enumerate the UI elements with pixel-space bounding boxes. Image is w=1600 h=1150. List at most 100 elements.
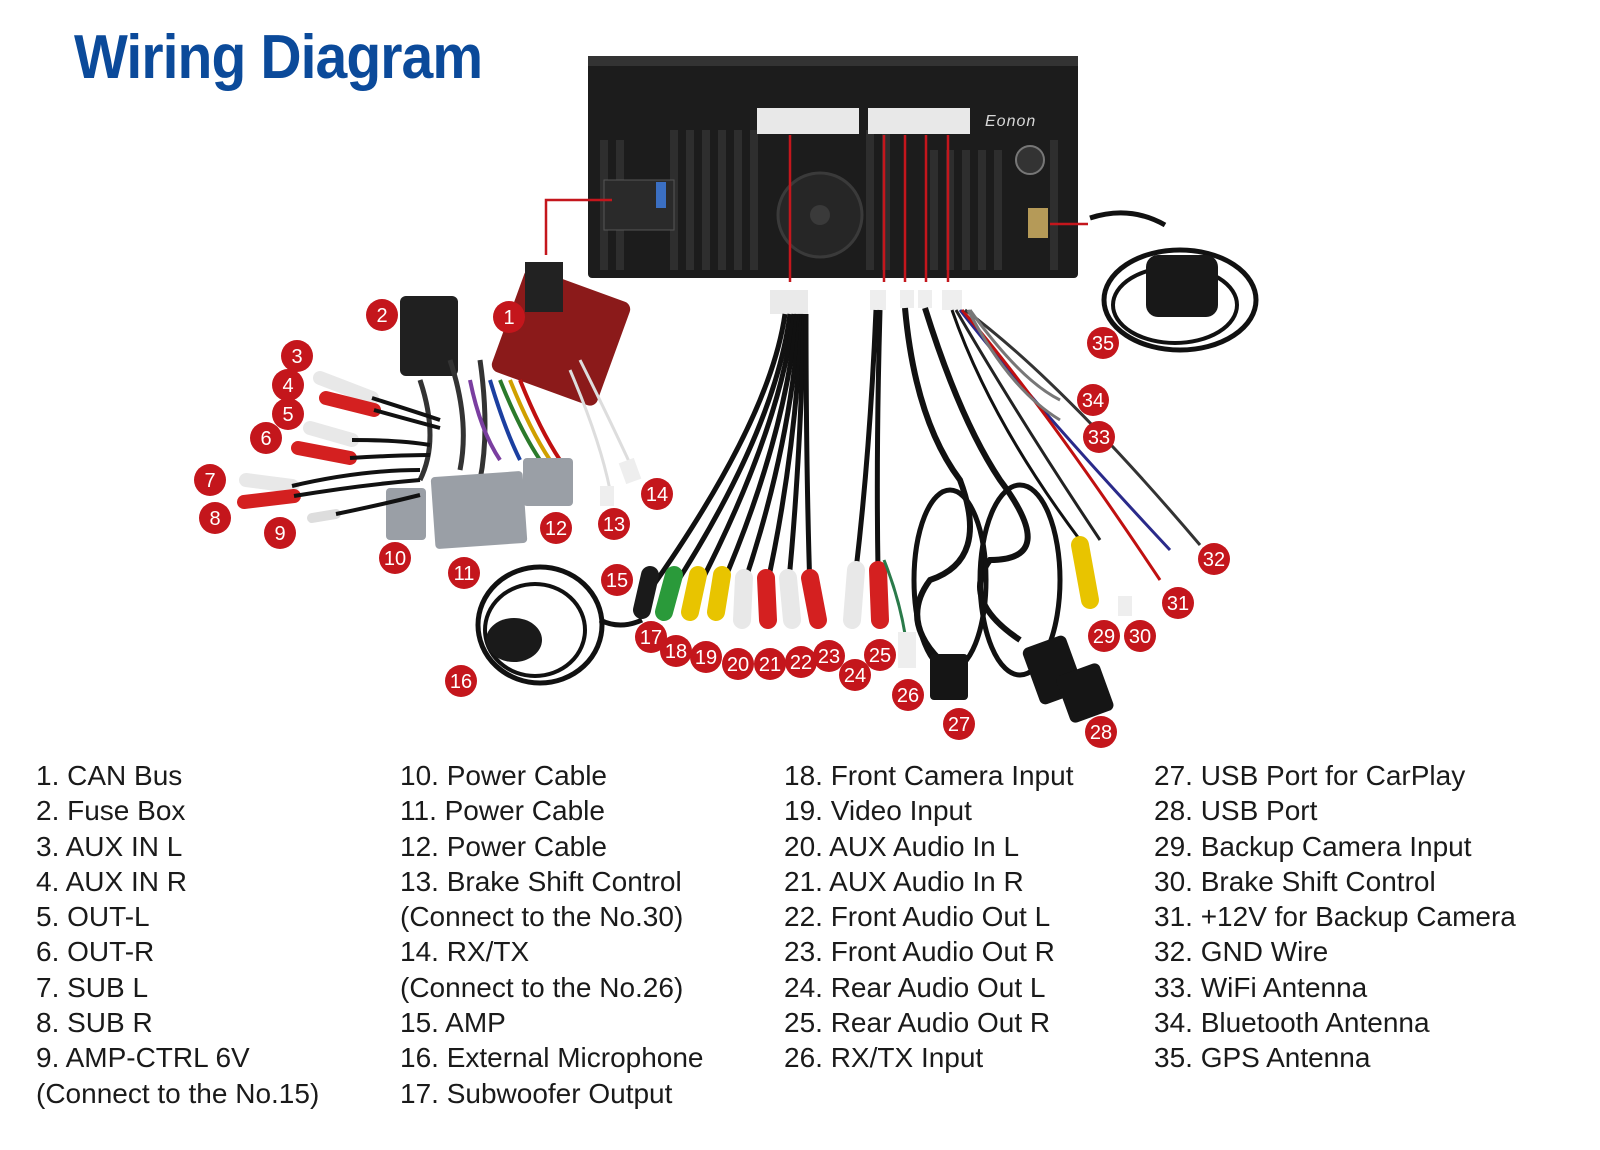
callout-badge-30: 30 [1124, 620, 1156, 652]
callout-badge-5: 5 [272, 398, 304, 430]
callout-badge-33: 33 [1083, 421, 1115, 453]
badge-circle [1083, 421, 1115, 453]
badge-circle [943, 708, 975, 740]
legend-item: 35. GPS Antenna [1154, 1042, 1371, 1074]
badge-circle [641, 478, 673, 510]
callout-badge-24: 24 [839, 659, 871, 691]
badge-number: 15 [606, 570, 628, 592]
badge-number: 25 [869, 645, 891, 667]
callout-badge-3: 3 [281, 340, 313, 372]
callout-badge-12: 12 [540, 512, 572, 544]
gps-antenna [1089, 210, 1259, 353]
leader-lines [544, 135, 1088, 282]
badge-number: 20 [727, 654, 749, 676]
external-microphone [475, 564, 644, 686]
legend-item: 28. USB Port [1154, 795, 1318, 827]
legend-item: 19. Video Input [784, 795, 972, 827]
badge-circle [448, 557, 480, 589]
legend-item: 5. OUT-L [36, 901, 150, 933]
antenna-wires [942, 290, 1202, 616]
legend-item: 6. OUT-R [36, 936, 155, 968]
badge-number: 18 [665, 641, 687, 663]
badge-number: 6 [260, 428, 271, 450]
callout-badge-32: 32 [1198, 543, 1230, 575]
badge-circle [366, 299, 398, 331]
badge-circle [754, 648, 786, 680]
badge-circle [1077, 384, 1109, 416]
badge-number: 8 [209, 508, 220, 530]
badge-circle [1198, 543, 1230, 575]
callout-badge-35: 35 [1087, 327, 1119, 359]
badge-number: 30 [1129, 626, 1151, 648]
callout-badge-34: 34 [1077, 384, 1109, 416]
badge-number: 16 [450, 671, 472, 693]
legend-column-2: 10. Power Cable 11. Power Cable 12. Powe… [400, 758, 704, 1111]
legend-item: 27. USB Port for CarPlay [1154, 760, 1466, 791]
badge-number: 24 [844, 665, 866, 687]
wiring-diagram: Eonon [194, 56, 1259, 748]
badge-number: 14 [646, 484, 668, 506]
legend-item: 11. Power Cable [400, 795, 605, 827]
badge-circle [272, 398, 304, 430]
badge-number: 19 [695, 647, 717, 669]
badge-number: 23 [818, 646, 840, 668]
badge-circle [250, 422, 282, 454]
badge-number: 21 [759, 654, 781, 676]
badge-number: 11 [454, 563, 475, 585]
badge-number: 17 [640, 627, 662, 649]
legend-column-1: 1. CAN Bus 2. Fuse Box 3. AUX IN L 4. AU… [36, 758, 319, 1111]
badge-circle [540, 512, 572, 544]
callout-badge-29: 29 [1088, 620, 1120, 652]
legend-item: 2. Fuse Box [36, 795, 186, 827]
callout-badge-18: 18 [660, 635, 692, 667]
badge-circle [1124, 620, 1156, 652]
badge-number: 12 [545, 518, 567, 540]
badge-circle [1085, 716, 1117, 748]
badge-circle [598, 508, 630, 540]
callout-badge-23: 23 [813, 640, 845, 672]
legend-item: 21. AUX Audio In R [784, 865, 1024, 897]
badge-number: 29 [1093, 626, 1115, 648]
callout-badge-4: 4 [272, 369, 304, 401]
badge-number: 10 [384, 548, 406, 570]
badge-circle [1087, 327, 1119, 359]
legend-item: 9. AMP-CTRL 6V [36, 1042, 250, 1074]
badge-number: 31 [1167, 593, 1189, 615]
badge-number: 3 [291, 346, 302, 368]
badge-number: 9 [274, 523, 285, 545]
callout-badge-25: 25 [864, 639, 896, 671]
legend-item: 3. AUX IN L [36, 830, 183, 862]
legend-item: 34. Bluetooth Antenna [1154, 1007, 1430, 1039]
callout-badge-2: 2 [366, 299, 398, 331]
callout-badge-22: 22 [785, 646, 817, 678]
badge-circle [1088, 620, 1120, 652]
callout-badge-9: 9 [264, 517, 296, 549]
badge-number: 32 [1203, 549, 1225, 571]
badge-circle [660, 635, 692, 667]
badge-number: 35 [1092, 333, 1114, 355]
legend-item: 7. SUB L [36, 971, 149, 1003]
callout-badge-19: 19 [690, 641, 722, 673]
callout-badge-11: 11 [448, 557, 480, 589]
legend-item: 31. +12V for Backup Camera [1154, 901, 1516, 933]
callout-badge-10: 10 [379, 542, 411, 574]
callout-badge-28: 28 [1085, 716, 1117, 748]
badge-circle [839, 659, 871, 691]
callout-badge-1: 1 [493, 301, 525, 333]
legend-item: 25. Rear Audio Out R [784, 1007, 1051, 1039]
callout-badge-14: 14 [641, 478, 673, 510]
badge-circle [379, 542, 411, 574]
badge-circle [199, 502, 231, 534]
legend-item: 14. RX/TX [400, 936, 530, 968]
main-harness [237, 262, 642, 549]
legend-note: (Connect to the No.15) [36, 1077, 320, 1109]
legend-column-4: 27. USB Port for CarPlay 28. USB Port 29… [1154, 758, 1516, 1076]
legend-item: 24. Rear Audio Out L [784, 971, 1046, 1003]
badge-number: 5 [282, 404, 293, 426]
badge-circle [601, 564, 633, 596]
badge-circle [813, 640, 845, 672]
badge-circle [635, 621, 667, 653]
callout-badge-17: 17 [635, 621, 667, 653]
legend-item: 8. SUB R [36, 1007, 153, 1039]
badge-circle [272, 369, 304, 401]
